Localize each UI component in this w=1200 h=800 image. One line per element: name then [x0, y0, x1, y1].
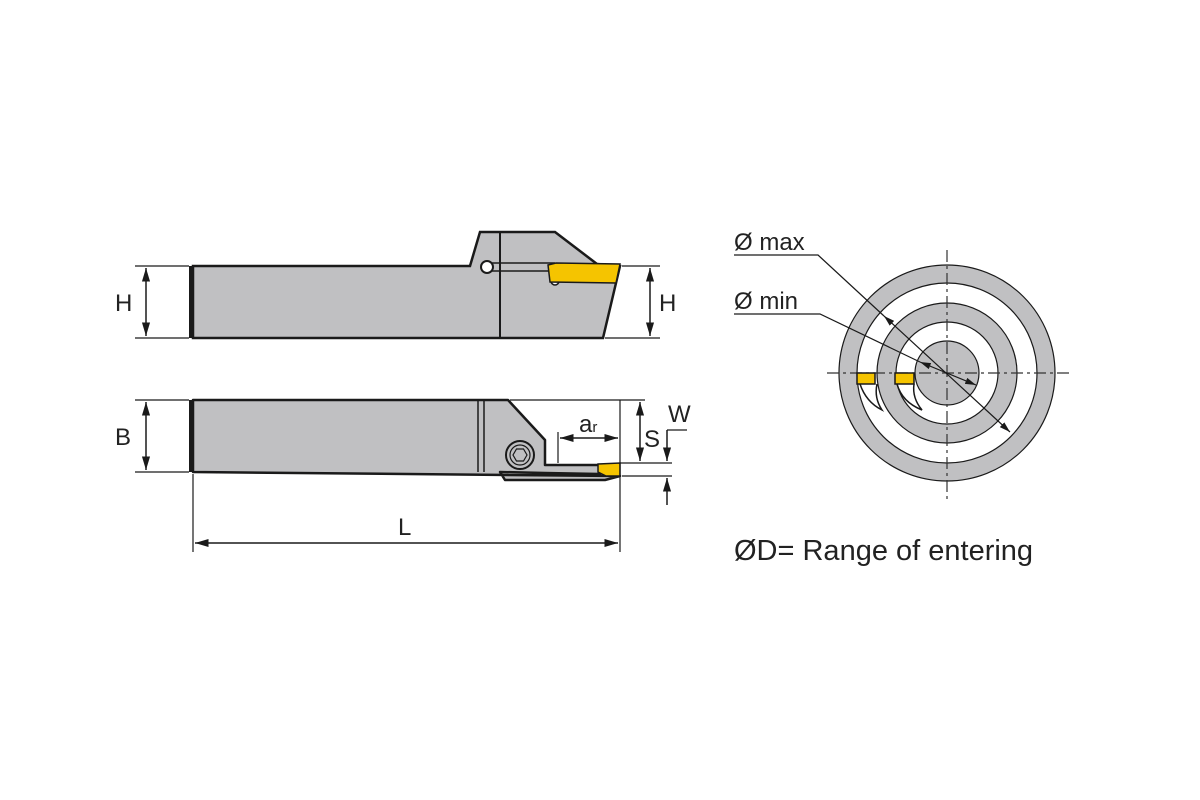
label-s: S [644, 426, 660, 453]
clamp-hole [480, 260, 494, 274]
label-h-left: H [115, 290, 132, 317]
label-l: L [398, 514, 411, 541]
body-seams-top [477, 400, 485, 472]
label-w: W [668, 401, 691, 428]
caption-entering-range: ØD= Range of entering [734, 535, 1033, 567]
insert-top [597, 462, 621, 477]
shank-end [189, 266, 194, 338]
label-d-min: Ø min [734, 288, 798, 315]
entering-range-view: Ø max Ø min ØD= Range of entering [734, 229, 1070, 567]
hex-screw-icon [505, 440, 535, 470]
label-b: B [115, 424, 131, 451]
side-view: H H [115, 230, 676, 340]
insert-side [547, 262, 621, 284]
shank-end-top [189, 400, 194, 472]
label-ar: ar [579, 411, 597, 438]
insert-inner [894, 372, 915, 385]
top-view: B L ar S W [115, 398, 691, 552]
clamp-slot [492, 262, 555, 272]
tool-body-top [191, 398, 622, 482]
chip-outer [859, 383, 885, 412]
label-h-right: H [659, 290, 676, 317]
insert-outer [856, 372, 876, 385]
label-d-max: Ø max [734, 229, 805, 256]
